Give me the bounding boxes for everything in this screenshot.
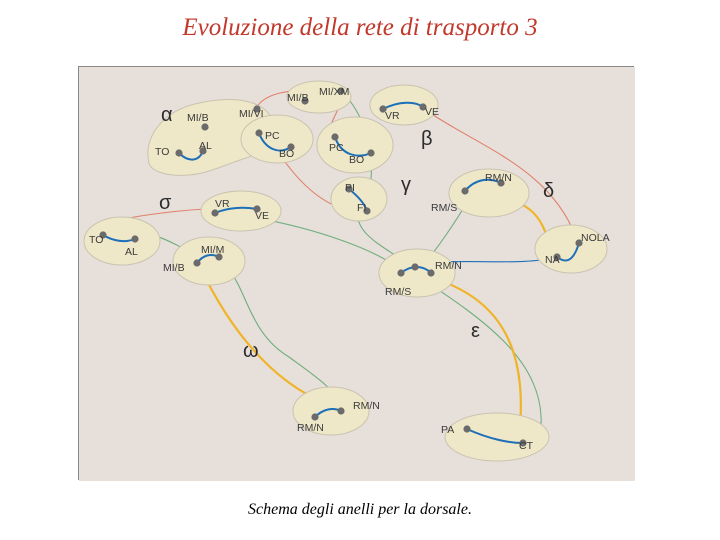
- label-alpha-to: TO: [155, 146, 169, 158]
- label-alpha-al: AL: [199, 140, 212, 152]
- node-center-rmn: [427, 269, 435, 277]
- ring-label-alpha: α: [161, 104, 173, 126]
- node-omega-mim: [215, 253, 223, 261]
- label-delta-rms: RM/S: [431, 202, 457, 214]
- node-alpha-mivi: [253, 105, 261, 113]
- label-beta-ve: VE: [425, 106, 439, 118]
- node-sigma-to: [99, 231, 107, 239]
- node-delta-nola: [575, 239, 583, 247]
- label-top-mib: MI/B: [287, 92, 309, 104]
- label-alpha-mib: MI/B: [187, 112, 209, 124]
- ring-label-epsilon: ε: [471, 320, 480, 342]
- cluster-sigma-top: [200, 190, 282, 232]
- node-delta-rms: [461, 187, 469, 195]
- blue-link-pc-bo-right: [334, 136, 372, 157]
- ring-label-omega: ω: [243, 340, 259, 362]
- label-sigma-ve: VE: [255, 210, 269, 222]
- label-pc-left: PC: [265, 130, 280, 142]
- label-delta-nola: NOLA: [581, 232, 610, 244]
- label-ct: CT: [519, 440, 534, 452]
- node-pc-left: [255, 129, 263, 137]
- node-sigma-al: [131, 235, 139, 243]
- node-center-mid: [411, 263, 419, 271]
- label-pc-right: PC: [329, 142, 344, 154]
- node-delta-rmn: [497, 179, 505, 187]
- node-pa: [463, 425, 471, 433]
- node-delta-na: [553, 253, 561, 261]
- ring-label-sigma: σ: [159, 192, 172, 214]
- label-omega-mib: MI/B: [163, 262, 185, 274]
- node-beta-ve: [419, 103, 427, 111]
- node-bo-right: [367, 149, 375, 157]
- cluster-bottom-rm: [292, 386, 370, 436]
- page-title: Evoluzione della rete di trasporto 3: [182, 14, 538, 41]
- label-pa: PA: [441, 424, 454, 436]
- label-delta-rmn: RM/N: [485, 172, 512, 184]
- diagram-caption: Schema degli anelli per la dorsale.: [248, 501, 472, 518]
- node-fi: [363, 207, 371, 215]
- red-ring-ve-to-nola: [423, 108, 577, 238]
- cluster-delta-top: [448, 168, 530, 218]
- label-gamma-pi: PI: [345, 182, 355, 194]
- node-ct: [519, 439, 527, 447]
- label-center-rms: RM/S: [385, 286, 411, 298]
- node-center-rms: [397, 269, 405, 277]
- label-sigma-al: AL: [125, 246, 138, 258]
- cluster-beta: [369, 84, 439, 126]
- cluster-delta-bottom: [534, 224, 608, 274]
- cluster-bo-left: [240, 114, 314, 164]
- node-alpha-al: [199, 147, 207, 155]
- node-omega-mib: [193, 259, 201, 267]
- node-alpha-to: [175, 149, 183, 157]
- node-bottom-rmnb: [311, 413, 319, 421]
- label-bottom-rmn: RM/N: [353, 400, 380, 412]
- node-top-mixm: [337, 87, 345, 95]
- node-sigma-ve: [253, 205, 261, 213]
- ring-label-delta: δ: [543, 180, 554, 202]
- label-sigma-vr: VR: [215, 198, 230, 210]
- ring-label-gamma: γ: [401, 174, 411, 196]
- node-alpha-mib: [201, 123, 209, 131]
- label-bo-left: BO: [279, 148, 294, 160]
- label-top-mixm: MI/XM: [319, 86, 349, 98]
- label-sigma-to: TO: [89, 234, 103, 246]
- node-top-mib: [301, 97, 309, 105]
- network-diagram: MI/B MI/VI TO AL PC BO MI/B MI/XM VR VE …: [78, 66, 635, 481]
- cluster-center-rm: [378, 248, 456, 298]
- cluster-bo-right: [316, 116, 394, 174]
- blue-link-pa-ct: [466, 428, 524, 444]
- label-bottom-rmnb: RM/N: [297, 422, 324, 434]
- node-pc-right: [331, 133, 339, 141]
- ring-schema-svg: MI/B MI/VI TO AL PC BO MI/B MI/XM VR VE …: [79, 67, 635, 481]
- label-beta-vr: VR: [385, 110, 400, 122]
- ring-label-beta: β: [421, 128, 433, 150]
- cluster-mixm: [286, 80, 352, 114]
- node-pi: [345, 185, 353, 193]
- label-gamma-fi: FI: [357, 202, 366, 214]
- label-omega-mim: MI/M: [201, 244, 224, 256]
- label-alpha-mivi: MI/VI: [239, 108, 264, 120]
- cluster-pa-ct: [444, 412, 550, 462]
- cluster-omega: [172, 236, 246, 286]
- label-bo-right: BO: [349, 154, 364, 166]
- node-sigma-vr: [211, 209, 219, 217]
- node-bottom-rmn: [337, 407, 345, 415]
- label-delta-na: NA: [545, 254, 560, 266]
- node-beta-vr: [379, 105, 387, 113]
- orange-ring-rmn-to-ct: [428, 275, 522, 438]
- node-bo-left: [287, 143, 295, 151]
- label-center-rmn: RM/N: [435, 260, 462, 272]
